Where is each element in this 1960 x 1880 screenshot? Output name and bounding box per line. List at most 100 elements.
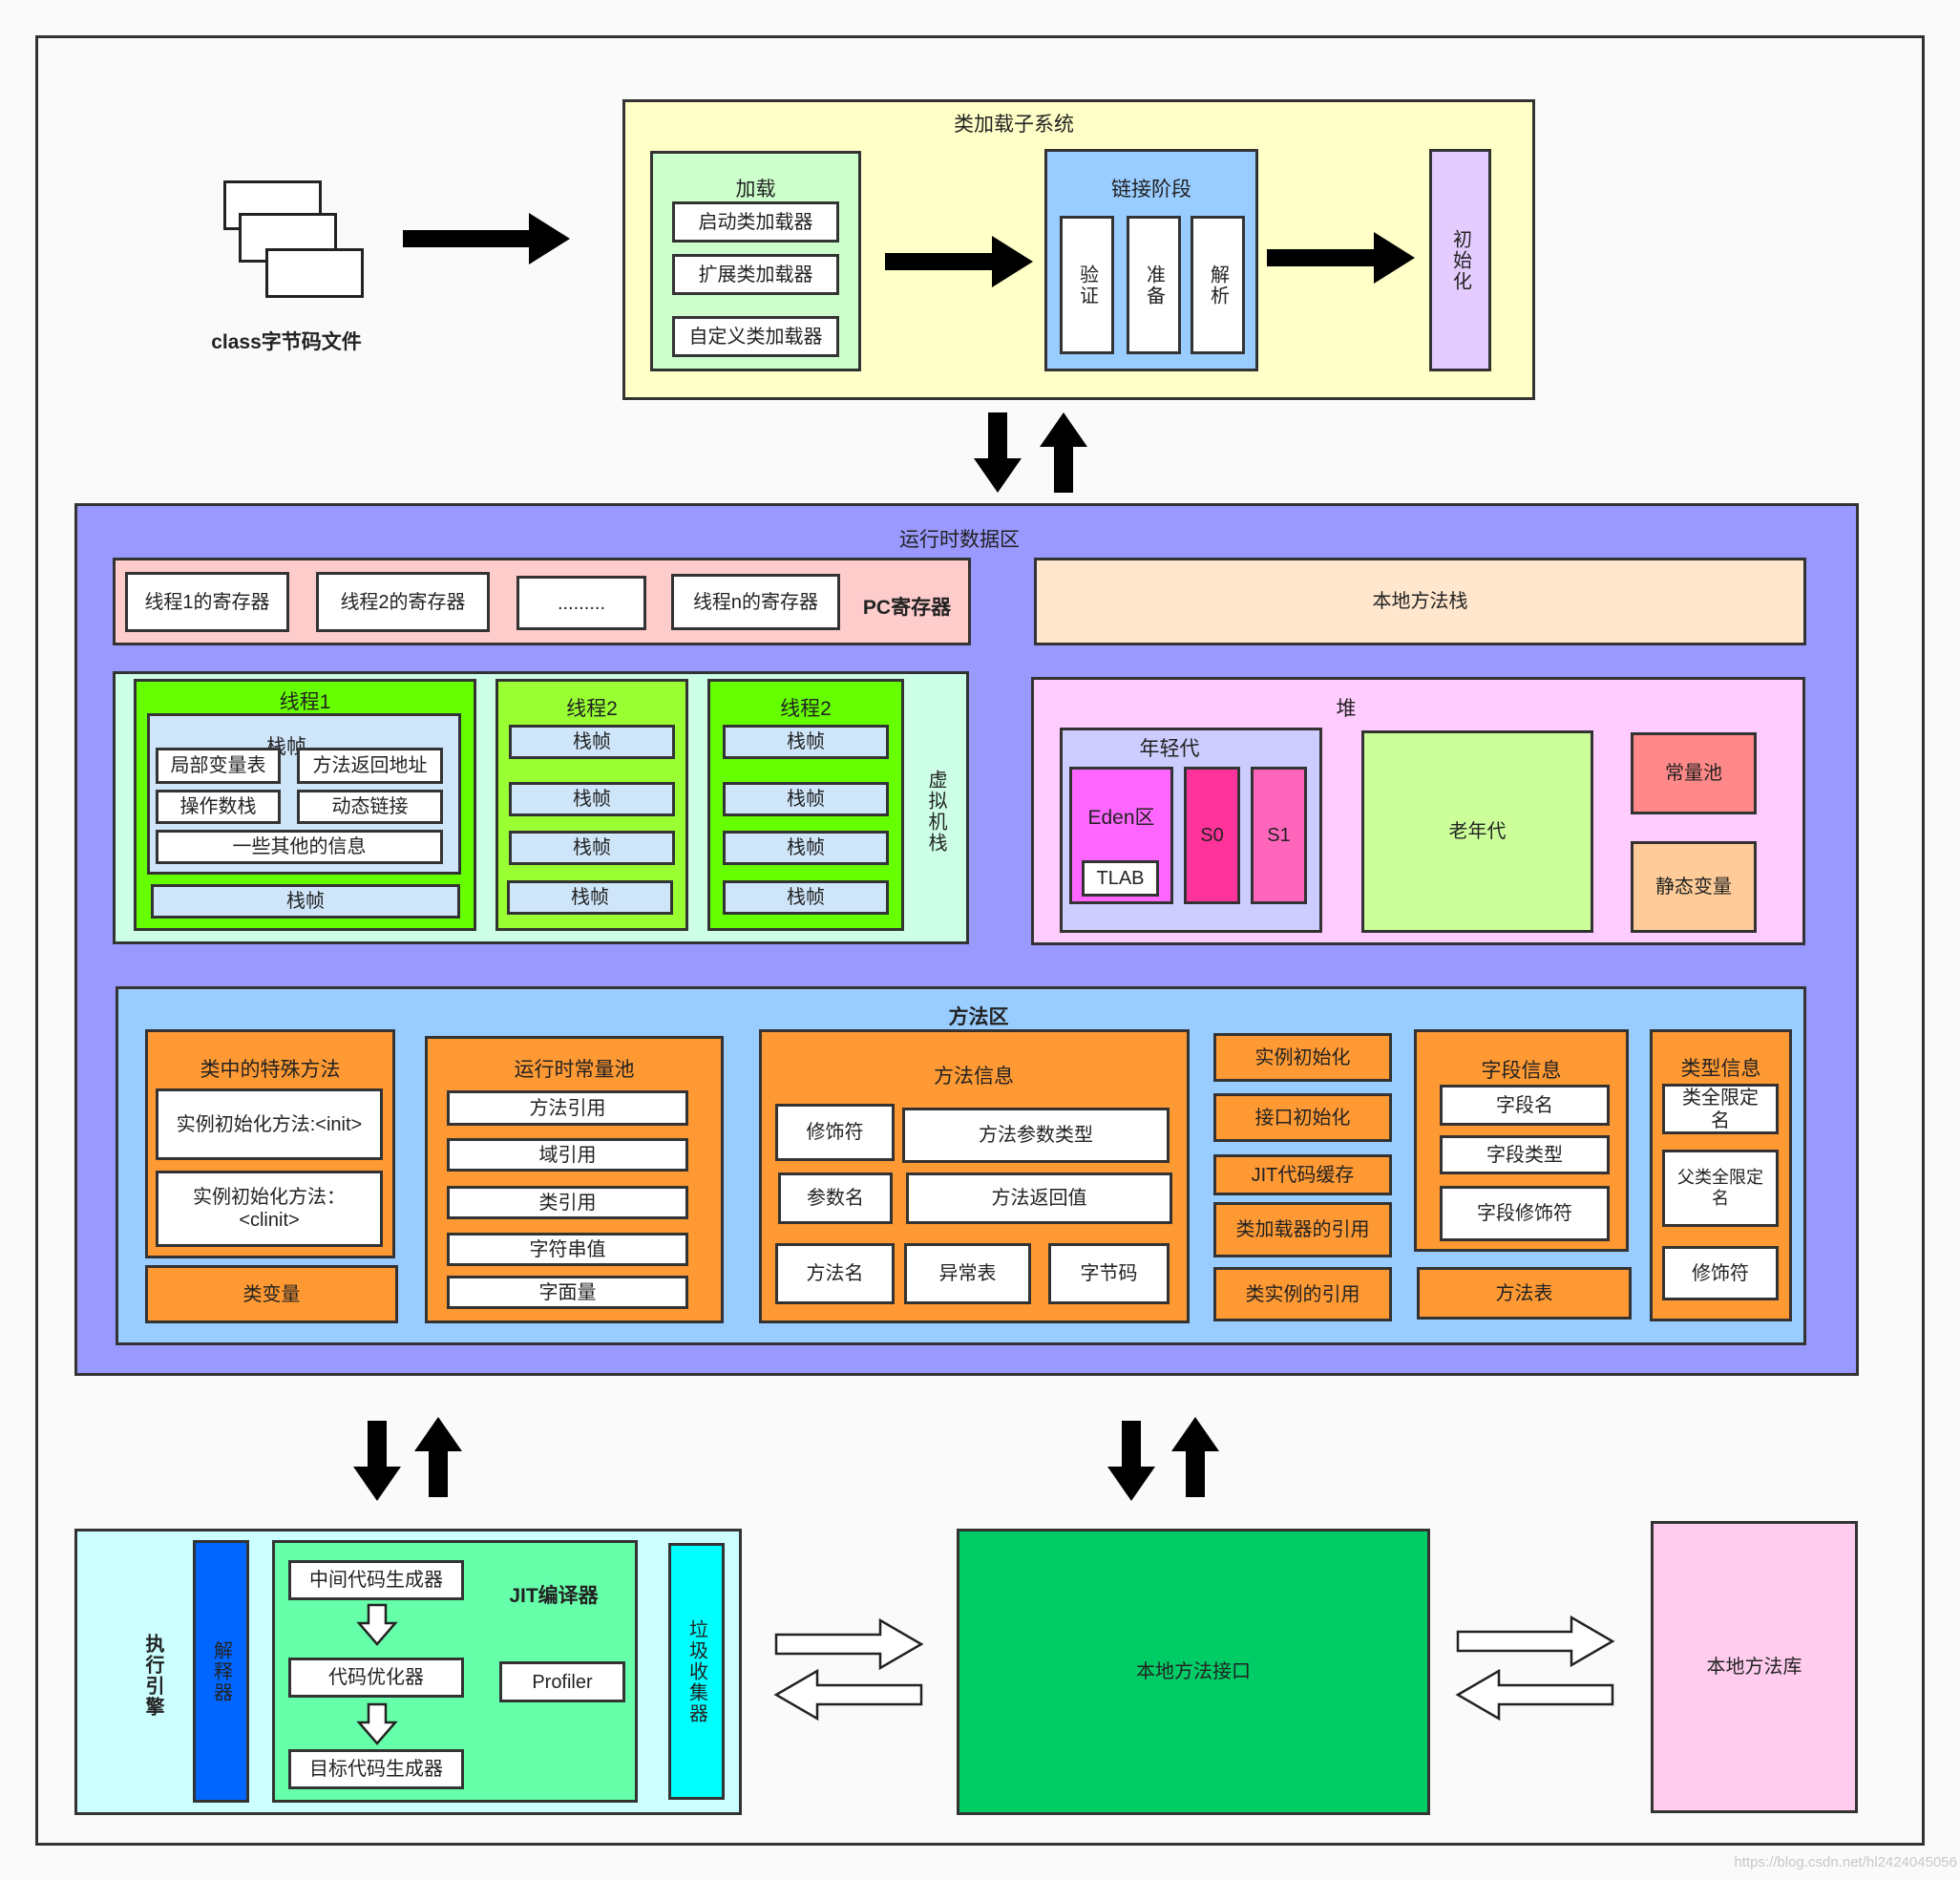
heap-title: 堆: [1336, 698, 1357, 720]
operand-stack: 操作数栈: [156, 790, 281, 824]
thread1-extra-frame: 栈帧: [151, 884, 460, 919]
string-value: 字符串值: [447, 1233, 688, 1266]
threadn-register: 线程n的寄存器: [671, 574, 840, 630]
superclass-fqn: 父类全限定名: [1662, 1150, 1779, 1227]
class-fqn: 类全限定名: [1662, 1084, 1779, 1134]
arrow-left-outline-icon: [1455, 1668, 1614, 1722]
runtime-constant-pool: [425, 1036, 724, 1323]
arrow-up-icon: [1040, 412, 1087, 493]
thread3-frame: 栈帧: [723, 880, 889, 915]
field-info-title: 字段信息: [1481, 1060, 1562, 1082]
pc-register-label: PC寄存器: [862, 597, 952, 619]
param-types: 方法参数类型: [902, 1108, 1170, 1163]
outer-frame: [35, 35, 1925, 1846]
instance-init: 实例初始化: [1213, 1033, 1392, 1082]
arrow-right-icon: [885, 236, 1033, 287]
vm-stack-label: 虚拟机栈: [925, 770, 946, 854]
watermark: https://blog.csdn.net/hl2424045056: [1734, 1854, 1957, 1870]
thread2-frame: 栈帧: [509, 831, 675, 865]
arrow-right-icon: [1267, 232, 1415, 284]
clinit-method: 实例初始化方法：<clinit>: [156, 1171, 383, 1247]
ellipsis-register: .........: [516, 576, 646, 630]
verify-step: 验证: [1060, 216, 1114, 354]
rt-const-pool-title: 运行时常量池: [514, 1059, 635, 1081]
method-area-title: 方法区: [948, 1006, 1009, 1028]
init-panel: 初始化: [1429, 149, 1491, 371]
other-info: 一些其他的信息: [156, 830, 443, 864]
resolve-step: 解析: [1191, 216, 1245, 354]
field-name: 字段名: [1440, 1085, 1610, 1126]
arrow-right-outline-icon: [1456, 1615, 1615, 1668]
young-title: 年轻代: [1139, 738, 1200, 760]
local-vars-table: 局部变量表: [156, 748, 281, 784]
constant-pool: 常量池: [1631, 732, 1757, 814]
survivor-s0: S0: [1184, 767, 1240, 904]
literal: 字面量: [447, 1276, 688, 1309]
arrow-right-outline-icon: [774, 1617, 924, 1671]
jit-code-cache: JIT代码缓存: [1213, 1154, 1392, 1195]
return-value: 方法返回值: [906, 1172, 1172, 1224]
thread3-frame: 栈帧: [723, 725, 889, 759]
class-ref: 类引用: [447, 1186, 688, 1219]
target-code-generator: 目标代码生成器: [288, 1749, 464, 1789]
thread1-title: 线程1: [279, 691, 331, 713]
native-method-interface: 本地方法接口: [957, 1529, 1430, 1815]
method-info-title: 方法信息: [934, 1066, 1014, 1088]
native-method-stack: 本地方法栈: [1034, 558, 1806, 645]
class-file-icon: [265, 248, 364, 298]
arrow-down-icon: [1107, 1421, 1155, 1501]
eden-label: Eden区: [1087, 807, 1155, 829]
ext-loader: 扩展类加载器: [672, 254, 839, 295]
class-files-label: class字节码文件: [211, 331, 362, 353]
thread1-register: 线程1的寄存器: [125, 572, 289, 632]
arrow-down-icon: [353, 1421, 401, 1501]
native-method-library: 本地方法库: [1651, 1521, 1858, 1813]
thread3-frame: 栈帧: [723, 831, 889, 865]
jit-title: JIT编译器: [509, 1585, 599, 1607]
arrow-down-outline-icon: [356, 1702, 398, 1745]
thread2-frame: 栈帧: [509, 782, 675, 816]
classloader-ref: 类加载器的引用: [1213, 1202, 1392, 1257]
modifier: 修饰符: [775, 1104, 895, 1161]
tlab: TLAB: [1082, 860, 1159, 897]
thread2-frame: 栈帧: [509, 725, 675, 759]
interpreter: 解释器: [193, 1540, 249, 1803]
class-loader-title: 类加载子系统: [954, 114, 1074, 136]
type-info-title: 类型信息: [1680, 1058, 1761, 1080]
arrow-right-icon: [403, 213, 570, 264]
dynamic-link: 动态链接: [297, 790, 443, 824]
runtime-title: 运行时数据区: [899, 529, 1020, 551]
field-ref: 域引用: [447, 1138, 688, 1172]
method-table: 方法表: [1417, 1267, 1632, 1320]
arrow-up-icon: [1171, 1417, 1219, 1497]
return-address: 方法返回地址: [297, 748, 443, 784]
static-variables: 静态变量: [1631, 841, 1757, 933]
method-ref: 方法引用: [447, 1090, 688, 1126]
thread3-frame: 栈帧: [723, 782, 889, 816]
loading-title: 加载: [735, 179, 776, 201]
linking-title: 链接阶段: [1111, 179, 1191, 201]
garbage-collector: 垃圾收集器: [668, 1543, 725, 1800]
bootstrap-loader: 启动类加载器: [672, 201, 839, 243]
ir-generator: 中间代码生成器: [288, 1560, 464, 1600]
type-modifier: 修饰符: [1662, 1246, 1779, 1300]
prepare-step: 准备: [1127, 216, 1181, 354]
method-name: 方法名: [775, 1243, 895, 1304]
exception-table: 异常表: [904, 1243, 1031, 1304]
param-names: 参数名: [778, 1172, 893, 1224]
field-type: 字段类型: [1440, 1135, 1610, 1174]
arrow-left-outline-icon: [773, 1668, 923, 1722]
code-optimizer: 代码优化器: [288, 1658, 464, 1698]
bytecode: 字节码: [1048, 1243, 1170, 1304]
interface-init: 接口初始化: [1213, 1093, 1392, 1142]
thread2-frame: 栈帧: [507, 880, 673, 915]
class-variables: 类变量: [145, 1265, 398, 1323]
special-methods-title: 类中的特殊方法: [200, 1059, 341, 1081]
old-generation: 老年代: [1361, 730, 1593, 933]
thread2-title: 线程2: [566, 698, 618, 720]
custom-loader: 自定义类加载器: [672, 316, 839, 357]
arrow-down-icon: [974, 412, 1022, 493]
thread3-title: 线程2: [780, 698, 832, 720]
exec-engine-label: 执行引擎: [142, 1634, 163, 1718]
thread2-register: 线程2的寄存器: [316, 572, 490, 632]
